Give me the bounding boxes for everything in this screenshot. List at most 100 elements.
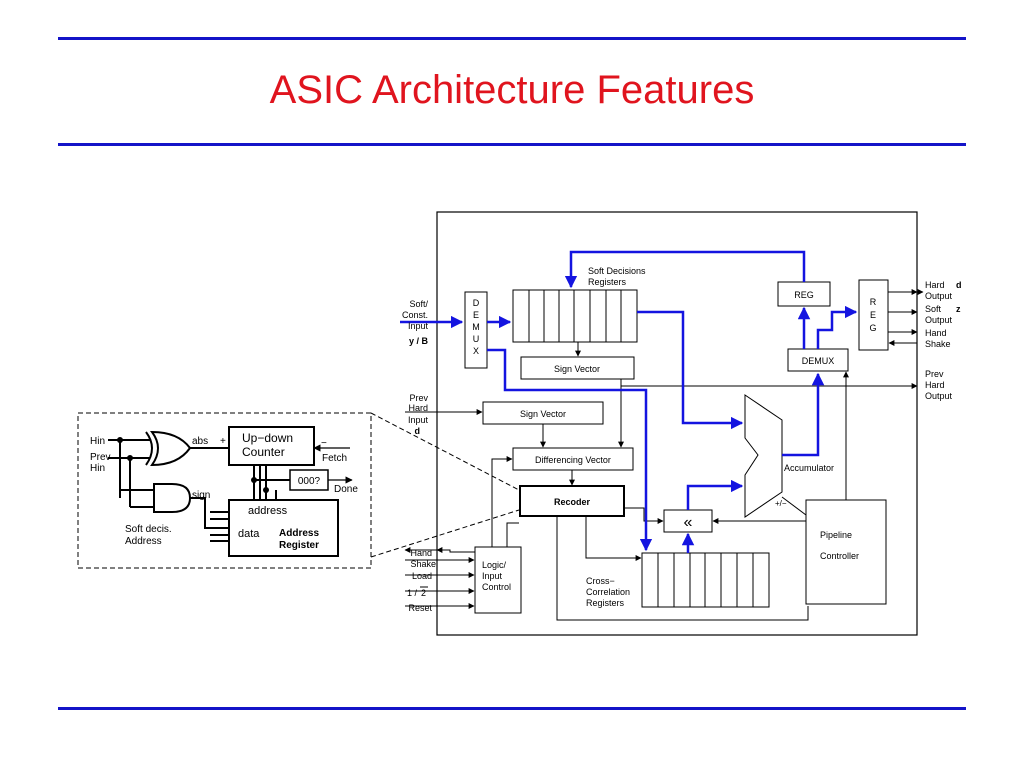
reg-top <box>777 281 831 307</box>
svg-text:Hard: Hard <box>925 380 945 390</box>
soft-decisions-label-2: Registers <box>588 277 627 287</box>
prev-hard-output-label: Prev Hard Output <box>925 369 953 401</box>
svg-text:Const.: Const. <box>402 310 428 320</box>
svg-text:Hin: Hin <box>90 436 105 447</box>
inset-zero-test-label: 000? <box>298 476 321 487</box>
inset-address-label: address <box>248 505 288 517</box>
recoder-label: Recoder <box>554 497 591 507</box>
reg-right-label: R E G <box>869 297 876 333</box>
inset-zero-test <box>289 469 329 491</box>
svg-text:Hin: Hin <box>90 463 105 474</box>
differencing-vector <box>512 447 634 471</box>
bottom-rule <box>58 707 966 710</box>
svg-text:Prev: Prev <box>90 452 111 463</box>
inset-and-gate <box>153 483 192 513</box>
callout-line-bottom <box>370 509 520 558</box>
callout-line-top <box>370 412 520 491</box>
svg-text:U: U <box>473 334 480 344</box>
svg-text:Output: Output <box>925 391 953 401</box>
plus-minus-label: +/− <box>775 499 787 508</box>
sign-vector-lower-label: Sign Vector <box>520 409 566 419</box>
svg-text:Soft/: Soft/ <box>409 299 428 309</box>
inset-address-register <box>228 499 339 557</box>
inset-junction-4 <box>263 487 269 493</box>
soft-output-label: Soft z Output <box>925 304 961 325</box>
svg-text:Reset: Reset <box>408 603 432 613</box>
svg-text:Address: Address <box>125 536 162 547</box>
accumulator-label: Accumulator <box>784 463 834 473</box>
svg-text:Done: Done <box>334 484 358 495</box>
svg-text:sign: sign <box>192 490 210 501</box>
svg-text:d: d <box>415 426 421 436</box>
differencing-vector-label: Differencing Vector <box>535 455 611 465</box>
svg-text:Output: Output <box>925 291 953 301</box>
inset-junction-1 <box>117 437 123 443</box>
hard-output-label: Hard d Output <box>925 280 962 301</box>
cross-correlation-registers <box>641 552 770 608</box>
main-frame <box>436 211 918 636</box>
inset-labels: Hin Prev Hin abs + − Fetch Done sign Sof… <box>90 436 358 547</box>
svg-text:Hard: Hard <box>408 403 428 413</box>
svg-text:R: R <box>870 297 877 307</box>
cross-label-1: Cross− <box>586 576 615 586</box>
black-wires <box>404 289 918 621</box>
inset-addr-reg-label-2: Register <box>279 540 319 551</box>
inset-updown-counter <box>228 426 315 466</box>
cross-label-3: Registers <box>586 598 625 608</box>
inset-junction-3 <box>251 477 257 483</box>
svg-text:Load: Load <box>412 571 432 581</box>
svg-text:+: + <box>220 436 226 447</box>
svg-text:Shake: Shake <box>410 559 436 569</box>
svg-text:−: − <box>321 438 327 449</box>
inset-xor-gate <box>145 430 192 467</box>
svg-text:Soft: Soft <box>925 304 942 314</box>
svg-text:G: G <box>869 323 876 333</box>
demux-right-label: DEMUX <box>802 356 835 366</box>
soft-decisions-registers <box>512 289 638 343</box>
svg-text:Prev: Prev <box>925 369 944 379</box>
svg-text:Shake: Shake <box>925 339 951 349</box>
sign-vector-upper-label: Sign Vector <box>554 364 600 374</box>
svg-text:d: d <box>956 280 962 290</box>
title-underline-rule <box>58 143 966 146</box>
pipeline-label-1: Pipeline <box>820 530 852 540</box>
svg-text:Soft decis.: Soft decis. <box>125 524 172 535</box>
demux-left <box>464 291 488 369</box>
inset-addr-reg-label-1: Address <box>279 528 319 539</box>
svg-text:Hand: Hand <box>925 328 947 338</box>
inset-updown-label-2: Counter <box>242 445 285 459</box>
inset-junction-2 <box>127 455 133 461</box>
cross-label-2: Correlation <box>586 587 630 597</box>
svg-text:E: E <box>473 310 479 320</box>
svg-text:Input: Input <box>408 415 429 425</box>
prev-hard-input-label: Prev Hard Input d <box>408 393 429 436</box>
soft-decisions-label-1: Soft Decisions <box>588 266 646 276</box>
logic-label-1: Logic/ <box>482 560 507 570</box>
input-label: Soft/ Const. Input y / B <box>402 299 429 346</box>
svg-text:Input: Input <box>408 321 429 331</box>
svg-text:y / B: y / B <box>409 336 429 346</box>
svg-text:1 /: 1 / <box>407 588 418 598</box>
pipeline-label-2: Controller <box>820 551 859 561</box>
svg-text:D: D <box>473 298 480 308</box>
hand-shake-out-label: Hand Shake <box>925 328 951 349</box>
inset-data-label: data <box>238 528 260 540</box>
recoder <box>519 485 625 517</box>
inset-updown-label-1: Up−down <box>242 431 293 445</box>
svg-text:Fetch: Fetch <box>322 453 347 464</box>
svg-text:Hand: Hand <box>410 548 432 558</box>
svg-text:E: E <box>870 310 876 320</box>
inset-wires <box>108 439 353 542</box>
demux-left-label: D E M U X <box>472 298 480 356</box>
svg-text:Prev: Prev <box>409 393 428 403</box>
sign-vector-upper <box>520 356 635 380</box>
logic-label-3: Control <box>482 582 511 592</box>
accumulator <box>744 394 783 518</box>
svg-text:X: X <box>473 346 479 356</box>
svg-text:abs: abs <box>192 436 208 447</box>
control-inputs-label: Hand Shake Load Reset <box>408 548 436 613</box>
logic-label-2: Input <box>482 571 503 581</box>
svg-text:M: M <box>472 322 480 332</box>
pipeline-controller <box>805 499 887 605</box>
